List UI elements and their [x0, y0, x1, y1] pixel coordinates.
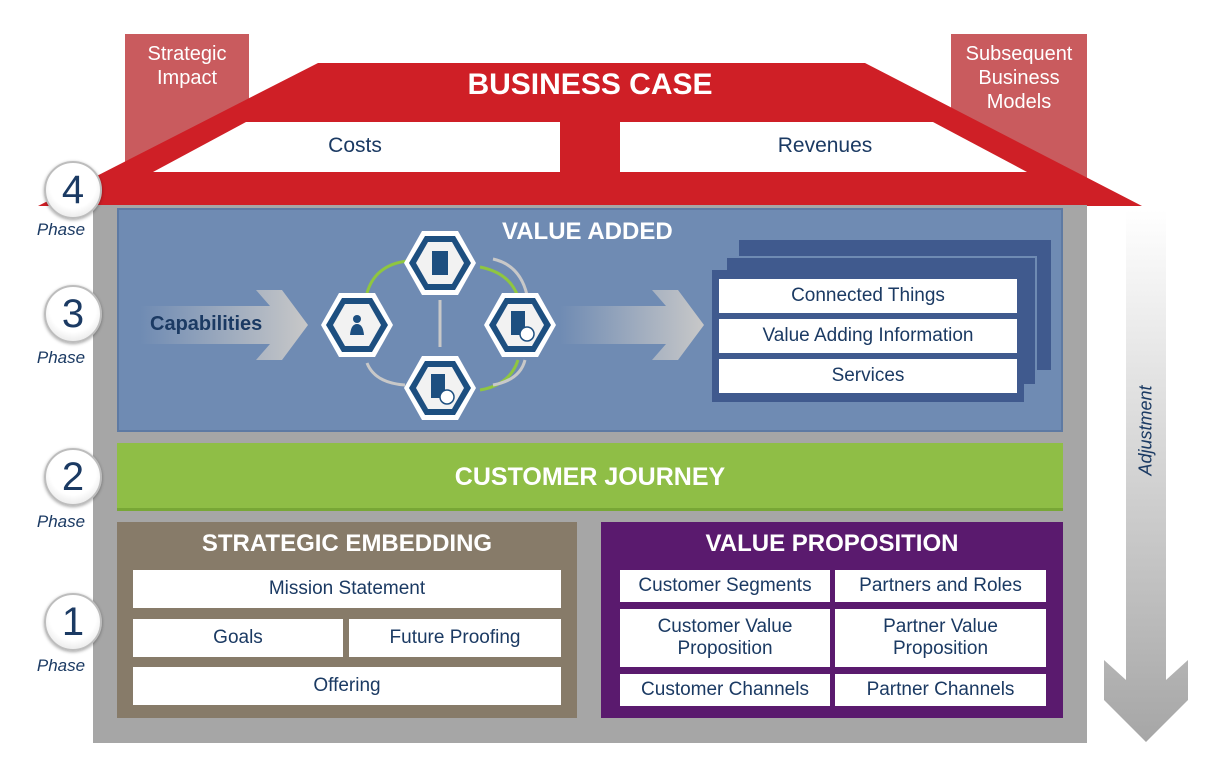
flow-arrow	[479, 265, 520, 298]
output-connected-things: Connected Things	[719, 279, 1017, 313]
phase-3-label: Phase	[36, 348, 86, 367]
phase-2-label: Phase	[36, 512, 86, 531]
building-icon	[432, 251, 448, 275]
mission-statement-box: Mission Statement	[133, 570, 561, 608]
phase-2-badge: 2	[44, 448, 102, 506]
roof-revenues-label: Revenues	[777, 134, 873, 157]
partner-value-proposition-box: Partner Value Proposition	[835, 609, 1046, 667]
flow-arrow	[365, 362, 406, 387]
customer-journey-bar: CUSTOMER JOURNEY	[117, 443, 1063, 511]
capabilities-label: Capabilities	[150, 313, 263, 335]
phase-1-label: Phase	[36, 656, 86, 675]
flow-arrow	[365, 259, 408, 294]
value-network-diagram	[321, 231, 556, 420]
phase-3-badge: 3	[44, 285, 102, 343]
strategic-embedding-section: STRATEGIC EMBEDDING Mission Statement Go…	[117, 522, 577, 718]
partner-channels-box: Partner Channels	[835, 674, 1046, 706]
value-added-title: VALUE ADDED	[502, 218, 673, 245]
goals-box: Goals	[133, 619, 343, 657]
chimney-label: Strategic Impact	[147, 43, 227, 89]
customer-segments-box: Customer Segments	[620, 570, 830, 602]
offering-box: Offering	[133, 667, 561, 705]
person-icon	[353, 315, 361, 323]
future-proofing-box: Future Proofing	[349, 619, 561, 657]
hex-node-person	[321, 293, 393, 357]
roof-title: BUSINESS CASE	[467, 68, 713, 101]
output-services: Services	[719, 359, 1017, 393]
partners-roles-box: Partners and Roles	[835, 570, 1046, 602]
flow-arrow	[492, 359, 527, 387]
handshake-icon	[439, 389, 455, 405]
value-proposition-section: VALUE PROPOSITION Customer Segments Part…	[601, 522, 1063, 718]
roof-costs-label: Costs	[328, 134, 382, 157]
phase-4-badge: 4	[44, 161, 102, 219]
handshake-icon	[519, 326, 535, 342]
phase-1-badge: 1	[44, 593, 102, 651]
value-proposition-title: VALUE PROPOSITION	[705, 530, 959, 557]
roof-revenues-panel	[620, 122, 1027, 172]
customer-value-proposition-box: Customer Value Proposition	[620, 609, 830, 667]
flow-arrow	[492, 257, 529, 296]
chimney-label: Subsequent Business Models	[965, 43, 1073, 113]
adjustment-label: Adjustment	[1135, 385, 1156, 476]
roof-costs-panel	[153, 122, 560, 172]
hex-node-building-partner	[484, 293, 556, 357]
capabilities-arrow	[140, 290, 308, 360]
output-value-adding-information: Value Adding Information	[719, 319, 1017, 353]
adjustment-arrow	[1104, 210, 1188, 742]
roof	[38, 63, 1142, 206]
strategic-embedding-title: STRATEGIC EMBEDDING	[201, 530, 493, 557]
hex-node-building	[404, 231, 476, 295]
phase-4-label: Phase	[36, 220, 86, 239]
output-arrow	[560, 290, 704, 360]
customer-channels-box: Customer Channels	[620, 674, 830, 706]
chimney-subsequent-business-models: Subsequent Business Models	[951, 34, 1087, 184]
flow-arrow	[479, 359, 520, 392]
hex-node-building-partner	[404, 356, 476, 420]
